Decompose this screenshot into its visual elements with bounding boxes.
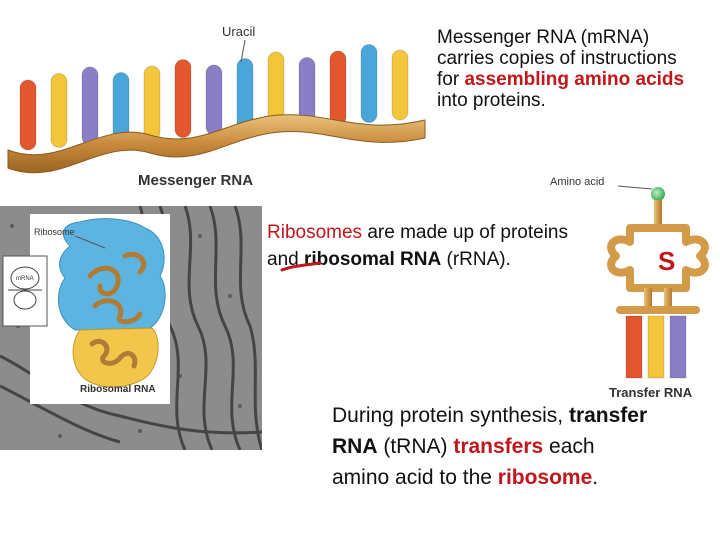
mrna-base [329,50,347,126]
uracil-label: Uracil [222,24,256,39]
mrna-text-part3: into proteins. [437,90,546,111]
mrna-base [174,59,192,138]
red-underline-mark [280,261,322,272]
amino-acid-label: Amino acid [550,176,605,188]
ribosomal-rna-label: Ribosomal RNA [80,384,156,395]
annotation-s-mark: S [658,246,676,276]
mrna-strand-illustration [7,39,426,174]
trna-text-part7: . [592,466,599,489]
trna-anticodon-base [647,315,665,379]
ribosome-description: Ribosomes are made up of proteins and ri… [267,219,577,273]
mrna-backbone [7,114,426,174]
amino-acid-pointer-line [617,185,653,190]
trna-text-highlight1: transfers [453,435,544,458]
ribosome-text-part2: are made up of proteins and [267,222,569,270]
mrna-text-highlight: assembling amino acids [464,69,685,90]
trna-text-part5: each amino acid to the [332,435,595,489]
trna-text-bold: transfer RNA [332,404,648,458]
mrna-base [50,73,68,148]
trna-text-highlight2: ribosome [497,466,593,489]
ribosome-text-highlight: Ribosomes [267,222,363,243]
trna-text-part1: During protein synthesis, [332,404,569,427]
mrna-base [143,65,161,141]
mrna-base [391,49,409,121]
mrna-figure: Uracil Messenger RNA [0,0,430,200]
mrna-base [81,66,99,146]
trna-description: During protein synthesis, transfer RNA (… [332,400,652,493]
trna-text-part3: (tRNA) [377,435,454,458]
mrna-base [19,79,37,151]
amino-acid-ball [651,187,665,201]
trna-anticodon-base [669,315,687,379]
uracil-pointer-line [240,39,246,63]
mrna-description: Messenger RNA (mRNA) carries copies of i… [437,27,697,111]
inset-mrna-label: mRNA [16,276,34,282]
mrna-base [205,64,223,136]
ribosome-text-part4: (rRNA). [441,249,511,270]
ribosome-micrograph [0,205,264,451]
trna-figure: Amino acid S Transfer RNA [540,170,720,405]
trna-anticodon-base [625,315,643,379]
trna-caption: Transfer RNA [609,385,693,400]
mrna-caption: Messenger RNA [138,172,254,189]
ribosome-pointer-line [74,235,106,249]
ribosome-figure: Ribosome mRNA Ribosomal RNA [0,205,264,451]
mrna-text-part1: Messenger RNA (mRNA) carries copies of i… [437,27,677,90]
mrna-base [360,44,378,123]
trna-illustration [607,185,709,379]
ribosome-label: Ribosome [34,227,75,237]
ribosome-text-bold: ribosomal RNA [303,249,442,270]
